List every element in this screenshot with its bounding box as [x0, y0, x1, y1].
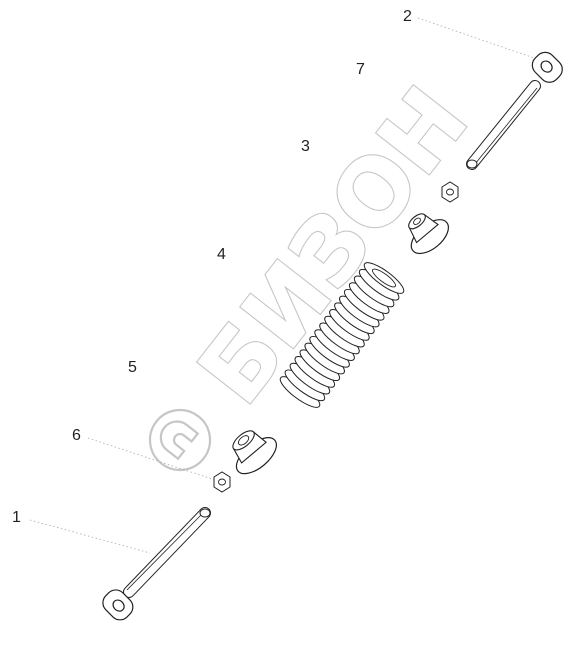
spring-opening [372, 268, 396, 288]
nut-bottom [213, 471, 231, 493]
leader-lines [29, 17, 541, 554]
callout-4: 4 [217, 246, 226, 263]
rod-top [466, 51, 563, 170]
nut-top [441, 181, 459, 203]
callout-5: 5 [128, 359, 137, 376]
coil-spring [279, 262, 405, 408]
callout-6: 6 [72, 427, 81, 444]
bizon-logo-icon [148, 408, 212, 472]
leader-line-2 [417, 17, 541, 61]
cup-washer-top [408, 213, 449, 255]
callout-3: 3 [301, 138, 310, 155]
cup-washer-bottom [232, 430, 277, 475]
rod-bottom [102, 507, 211, 621]
callout-1: 1 [12, 509, 21, 526]
callout-7: 7 [356, 61, 365, 78]
leader-line-1 [29, 519, 151, 554]
callout-2: 2 [403, 8, 412, 25]
callouts: 1 2 3 4 5 6 7 [12, 8, 412, 526]
watermark: БИЗОН [148, 67, 490, 472]
